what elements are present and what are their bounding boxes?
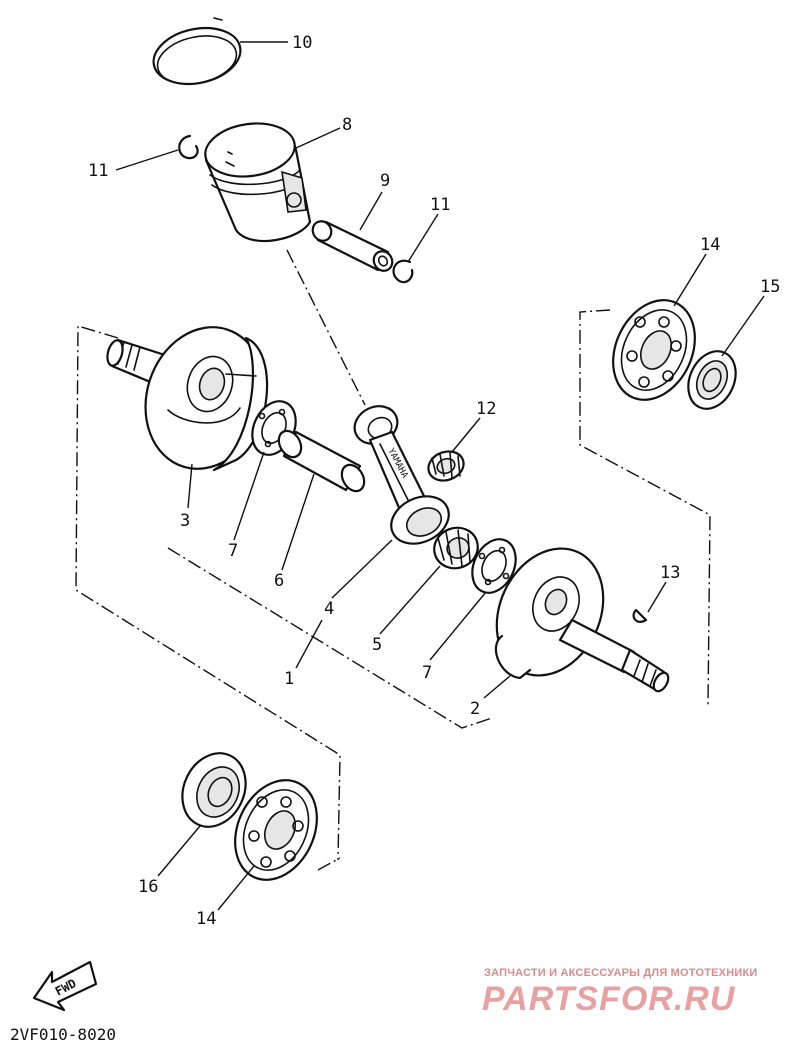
- callout-8: 8: [342, 115, 352, 135]
- callout-7-right: 7: [422, 663, 432, 683]
- right-crank-wheel-part: [494, 547, 670, 693]
- piston-pin-clip-right: [392, 259, 414, 284]
- callout-1: 1: [284, 669, 294, 689]
- callout-numbers: 10 8 11 9 11 14 15 12 3 7 6 4 1 5 7 13 2…: [88, 33, 780, 929]
- callout-9: 9: [380, 171, 390, 191]
- callout-leaders: [115, 41, 765, 911]
- callout-16: 16: [138, 877, 158, 897]
- crank-pin-part: [277, 429, 366, 493]
- left-bearing-part: [234, 779, 318, 881]
- callout-6: 6: [274, 571, 284, 591]
- callout-12: 12: [476, 399, 496, 419]
- callout-2: 2: [470, 699, 480, 719]
- callout-15: 15: [760, 277, 780, 297]
- right-thrust-washer-part: [471, 538, 517, 594]
- callout-11-left: 11: [88, 161, 108, 181]
- callout-10: 10: [292, 33, 312, 53]
- watermark: ЗАПЧАСТИ И АКСЕССУАРЫ ДЛЯ МОТОТЕХНИКИ PA…: [482, 967, 757, 1018]
- callout-14-top: 14: [700, 235, 720, 255]
- woodruff-key-part: [632, 608, 648, 623]
- left-oil-seal-part: [181, 752, 247, 828]
- piston-ring-part: [152, 17, 242, 86]
- watermark-tagline: ЗАПЧАСТИ И АКСЕССУАРЫ ДЛЯ МОТОТЕХНИКИ: [484, 967, 757, 979]
- left-crank-wheel-part: [106, 326, 269, 472]
- callout-4: 4: [324, 599, 334, 619]
- callout-5: 5: [372, 635, 382, 655]
- small-end-bearing-part: [427, 450, 465, 482]
- diagram-code: 2VF010-8020: [10, 1025, 116, 1044]
- callout-13: 13: [660, 563, 680, 583]
- callout-3: 3: [180, 511, 190, 531]
- piston-part: [204, 122, 312, 243]
- piston-pin-clip-left: [178, 134, 199, 160]
- fwd-arrow-icon: FWD: [32, 960, 98, 1012]
- right-bearing-part: [612, 299, 696, 401]
- assembly-guide-lines: [75, 249, 711, 871]
- watermark-brand: PARTSFOR.RU: [482, 980, 736, 1018]
- piston-pin-part: [311, 220, 394, 272]
- connecting-rod-part: YAMAHA: [353, 405, 450, 545]
- callout-11-right: 11: [430, 195, 450, 215]
- callout-7-left: 7: [228, 541, 238, 561]
- big-end-bearing-part: [433, 526, 479, 570]
- callout-14-bottom: 14: [196, 909, 216, 929]
